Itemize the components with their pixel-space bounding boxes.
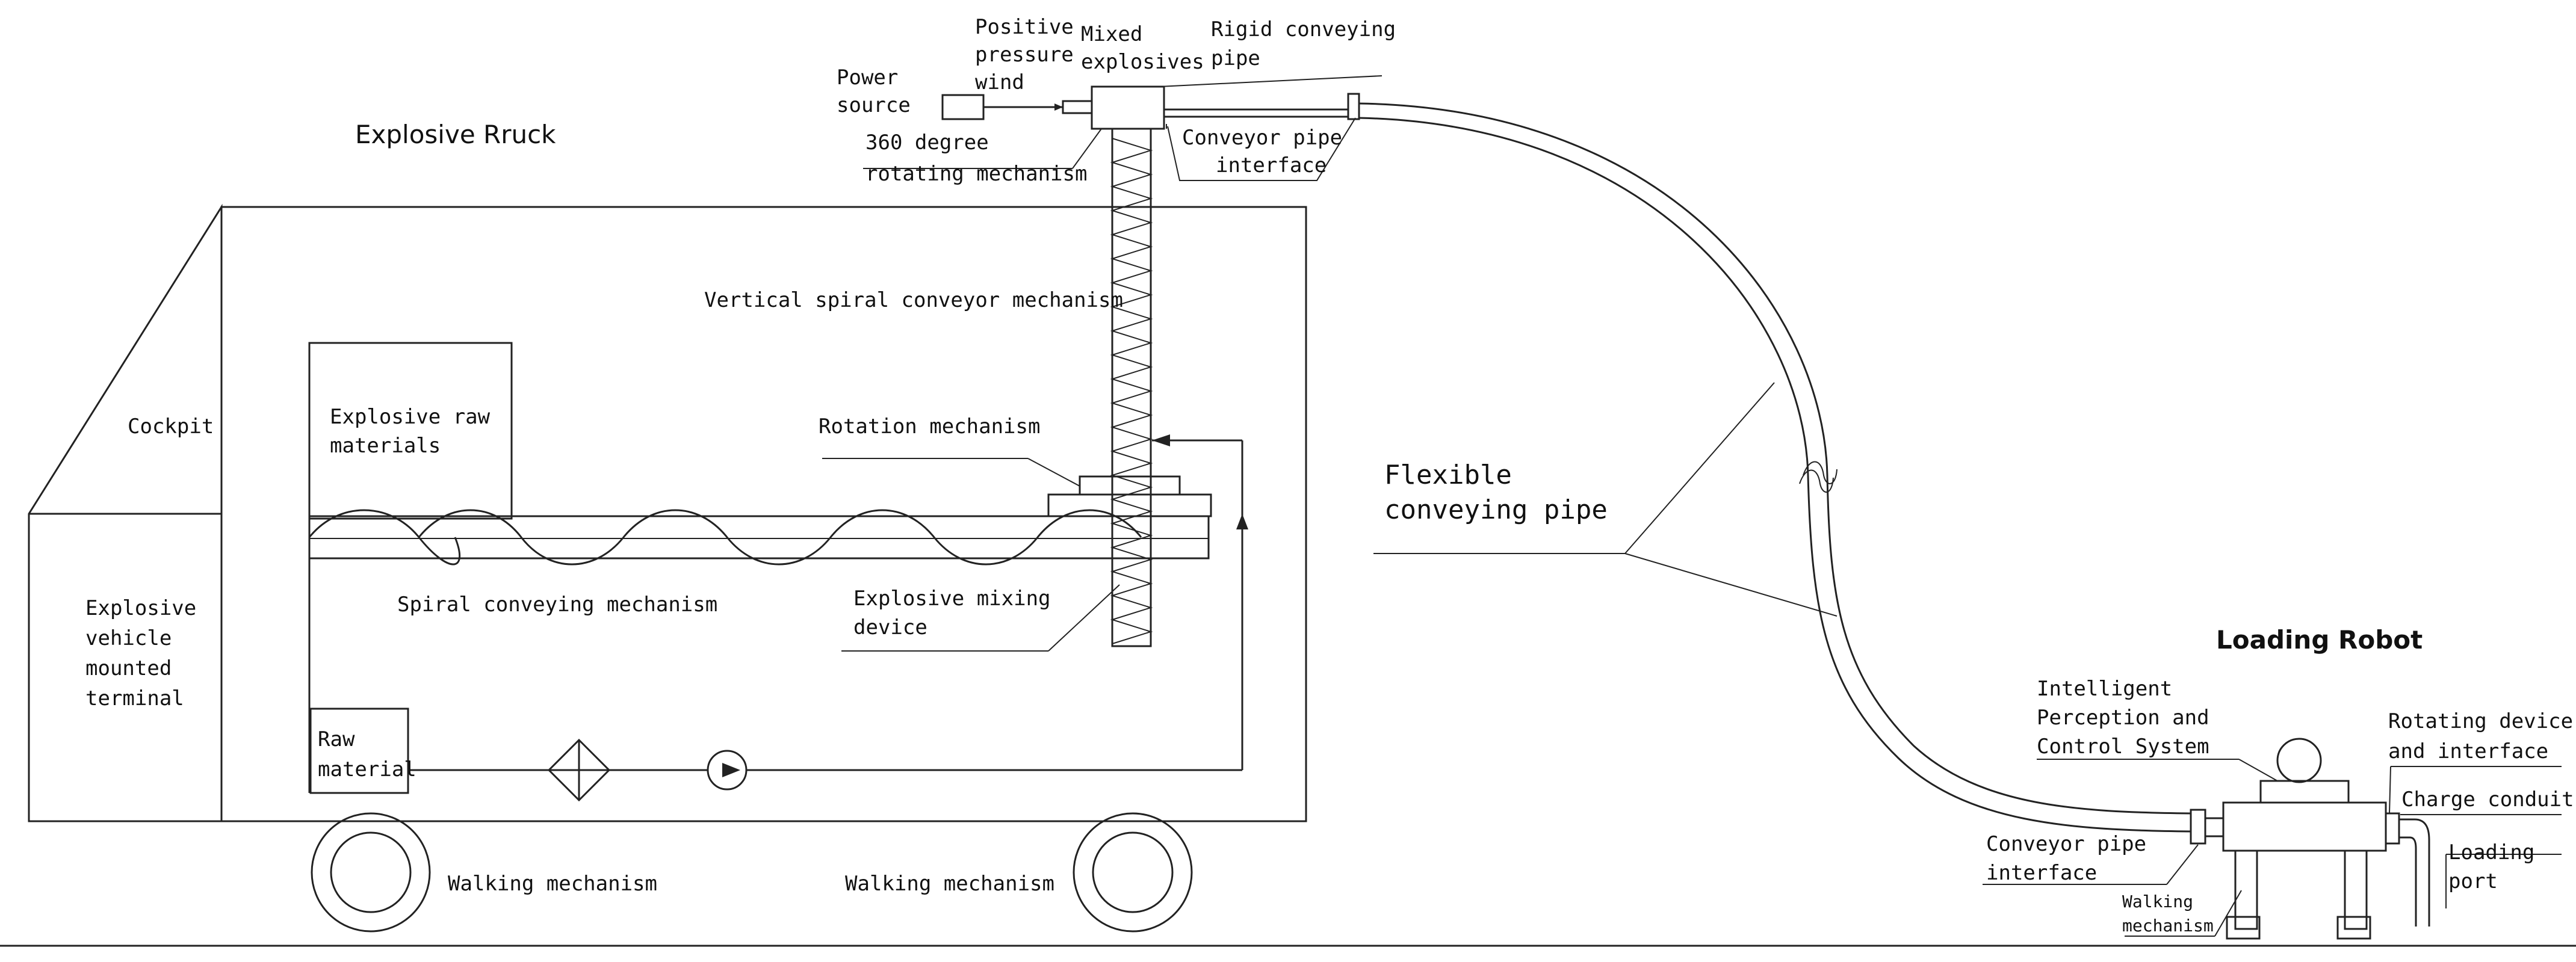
explosive-mixing-device-label: Explosive mixing device <box>853 587 1063 640</box>
intelligent-perception-label: Intelligent Perception and Control Syste… <box>2037 677 2221 759</box>
rotating-device-label: Rotating device and interface <box>2388 709 2576 763</box>
robot-body <box>2222 801 2387 852</box>
sensor-head <box>2276 738 2322 783</box>
cockpit-label: Cockpit <box>128 415 214 439</box>
spiral-conveyor <box>308 509 1210 793</box>
mixing-head <box>1091 85 1348 130</box>
wheel-right <box>1073 812 1193 933</box>
rotating-device <box>2385 812 2400 845</box>
terminal-label: Explosive vehicle mounted terminal <box>85 596 209 711</box>
robot-title: Loading Robot <box>2216 625 2423 655</box>
mixed-explosives-label: Mixed explosives <box>1081 22 1204 74</box>
rigid-conveying-pipe-label: Rigid conveying pipe <box>1211 17 1408 70</box>
raw-materials-hopper <box>308 342 513 520</box>
rotation-mechanism-label: Rotation mechanism <box>819 415 1040 439</box>
walking-robot-label: Walking mechanism <box>2122 892 2214 936</box>
rotating-360-label: 360 degree rotating mechanism <box>865 131 1087 186</box>
spiral-conveying-label: Spiral conveying mechanism <box>397 593 717 617</box>
raw-material-label: Raw material <box>318 727 416 782</box>
positive-pressure-wind-label: Positive pressure wind <box>975 15 1086 94</box>
loading-robot <box>2190 738 2430 940</box>
pipe-interface-top <box>1347 93 1360 120</box>
charge-conduit-label: Charge conduit <box>2401 788 2574 812</box>
truck-body <box>28 203 1307 822</box>
pipe-interface-robot <box>2190 809 2206 845</box>
truck-title: Explosive Rruck <box>355 120 556 149</box>
flexible-pipe <box>1358 102 2191 833</box>
power-source-label: Power source <box>837 66 911 117</box>
leader-lines <box>822 75 2562 937</box>
walking-left-label: Walking mechanism <box>448 872 657 896</box>
raw-material-line <box>309 434 1248 802</box>
power-source <box>941 94 1093 120</box>
loading-port-label: Loading port <box>2448 840 2547 893</box>
raw-material-tank <box>309 708 409 794</box>
flexible-pipe-label: Flexible conveying pipe <box>1384 460 1608 525</box>
cargo-box <box>220 206 1307 822</box>
conveyor-pipe-interface-robot-label: Conveyor pipe interface <box>1986 832 2159 885</box>
walking-right-label: Walking mechanism <box>845 872 1054 896</box>
vertical-spiral-label: Vertical spiral conveyor mechanism <box>704 288 1123 312</box>
explosive-raw-materials-label: Explosive raw materials <box>330 405 503 458</box>
conveyor-pipe-interface-top-label: Conveyor pipe interface <box>1182 126 1355 177</box>
wheel-left <box>311 812 431 933</box>
